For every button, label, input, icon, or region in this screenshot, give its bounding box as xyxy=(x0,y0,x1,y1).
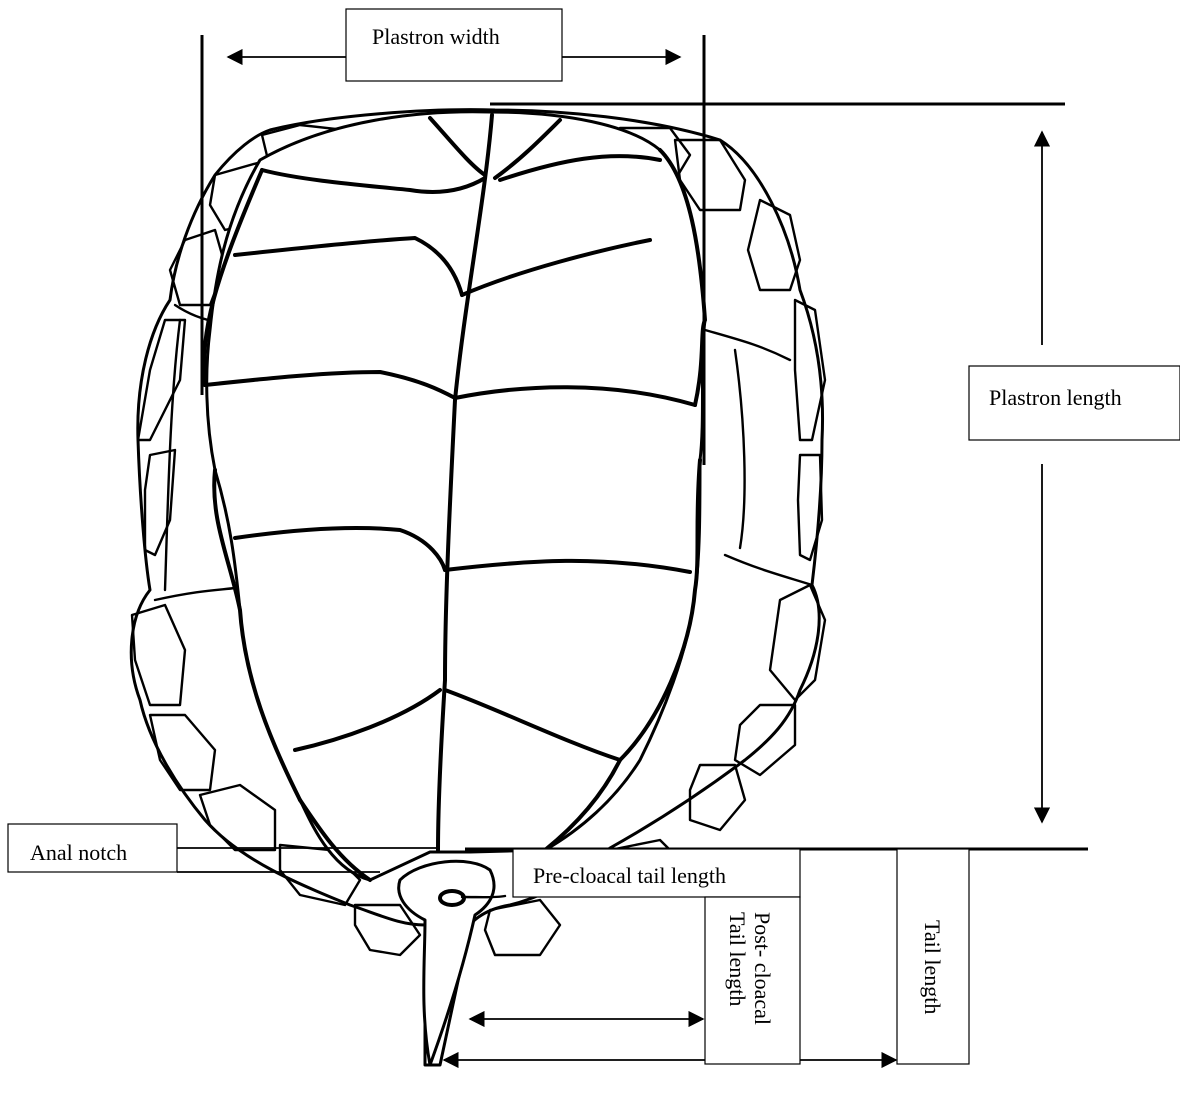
post-cloacal-text-line1: Post- cloacal xyxy=(750,912,775,1025)
label-tail-length: Tail length xyxy=(897,849,969,1064)
anal-notch-text: Anal notch xyxy=(30,840,127,865)
cloaca xyxy=(440,891,464,905)
label-plastron-length: Plastron length xyxy=(969,366,1180,440)
label-post-cloacal: Post- cloacal Tail length xyxy=(705,897,800,1064)
post-cloacal-text-line2: Tail length xyxy=(725,912,750,1006)
plastron-length-text: Plastron length xyxy=(989,385,1122,410)
label-anal-notch: Anal notch xyxy=(8,824,177,872)
plastron-width-text: Plastron width xyxy=(372,24,500,49)
tail-length-text: Tail length xyxy=(920,920,945,1014)
label-plastron-width: Plastron width xyxy=(346,9,562,81)
label-pre-cloacal: Pre-cloacal tail length xyxy=(513,849,800,897)
pre-cloacal-text: Pre-cloacal tail length xyxy=(533,863,726,888)
tail xyxy=(399,861,505,1065)
